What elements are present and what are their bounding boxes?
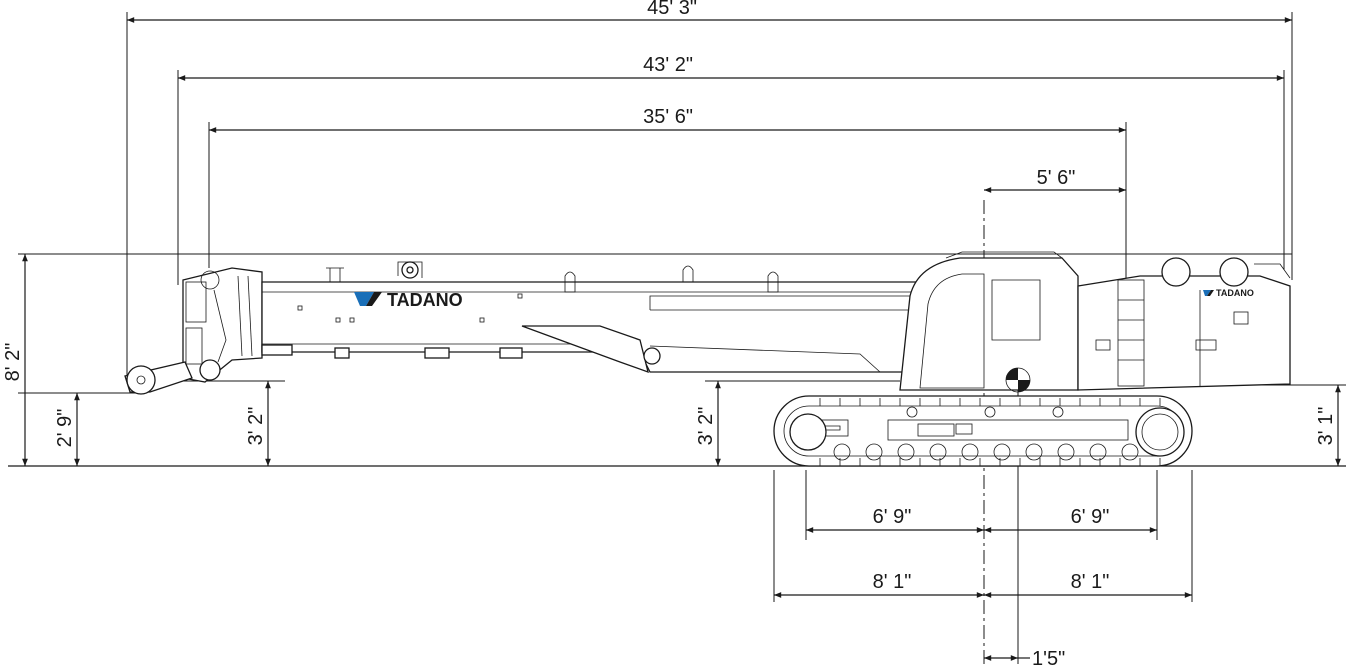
dim-counterweight-height: 3' 1" — [1315, 385, 1341, 466]
dim-swing-offset: 1'5" — [984, 648, 1065, 670]
dim-tumbler-rear: 6' 9" — [984, 506, 1158, 533]
dim-rear-radius: 5' 6" — [984, 167, 1127, 193]
tadano-logo-boom: TADANO — [354, 290, 463, 310]
dim-rear-radius-label: 5' 6" — [1037, 167, 1076, 189]
tadano-logo-rear: TADANO — [1203, 288, 1254, 298]
dim-boom-bottom-height: 3' 2" — [245, 381, 271, 466]
dim-crawler-front: 8' 1" — [774, 571, 984, 598]
dim-crawler-rear-label: 8' 1" — [1071, 571, 1110, 593]
dim-swing-offset-label: 1'5" — [1032, 648, 1065, 670]
rear-housing: TADANO — [1077, 257, 1291, 391]
dim-overall-length: 45' 3" — [126, 0, 1293, 23]
dim-hook-height-label: 2' 9" — [54, 409, 76, 448]
dim-boom-to-rear-length: 43' 2" — [178, 54, 1285, 81]
dim-carbody-height: 3' 2" — [695, 381, 721, 466]
dim-boom-to-rear-label: 43' 2" — [643, 54, 693, 76]
dim-crawler-rear: 8' 1" — [984, 571, 1193, 598]
dim-carbody-height-label: 3' 2" — [695, 407, 717, 446]
crawler-track — [773, 395, 1193, 467]
brand-label-boom: TADANO — [387, 290, 463, 310]
dim-tumbler-rear-label: 6' 9" — [1071, 506, 1110, 528]
dim-hook-height: 2' 9" — [54, 393, 80, 466]
brand-label-rear: TADANO — [1216, 288, 1254, 298]
dim-tumbler-front-label: 6' 9" — [873, 506, 912, 528]
boom: TADANO — [124, 261, 919, 395]
operator-cab — [899, 251, 1079, 393]
hook-block — [124, 359, 221, 395]
dim-tumbler-front: 6' 9" — [806, 506, 984, 533]
dim-counterweight-height-label: 3' 1" — [1315, 407, 1337, 446]
dim-crawler-front-label: 8' 1" — [873, 571, 912, 593]
dim-overall-length-label: 45' 3" — [647, 0, 697, 19]
dim-overall-height: 8' 2" — [2, 254, 28, 466]
dim-boom-length-label: 35' 6" — [643, 106, 693, 128]
dim-overall-height-label: 8' 2" — [2, 343, 24, 382]
dim-boom-length: 35' 6" — [209, 106, 1127, 133]
dim-boom-bottom-height-label: 3' 2" — [245, 407, 267, 446]
